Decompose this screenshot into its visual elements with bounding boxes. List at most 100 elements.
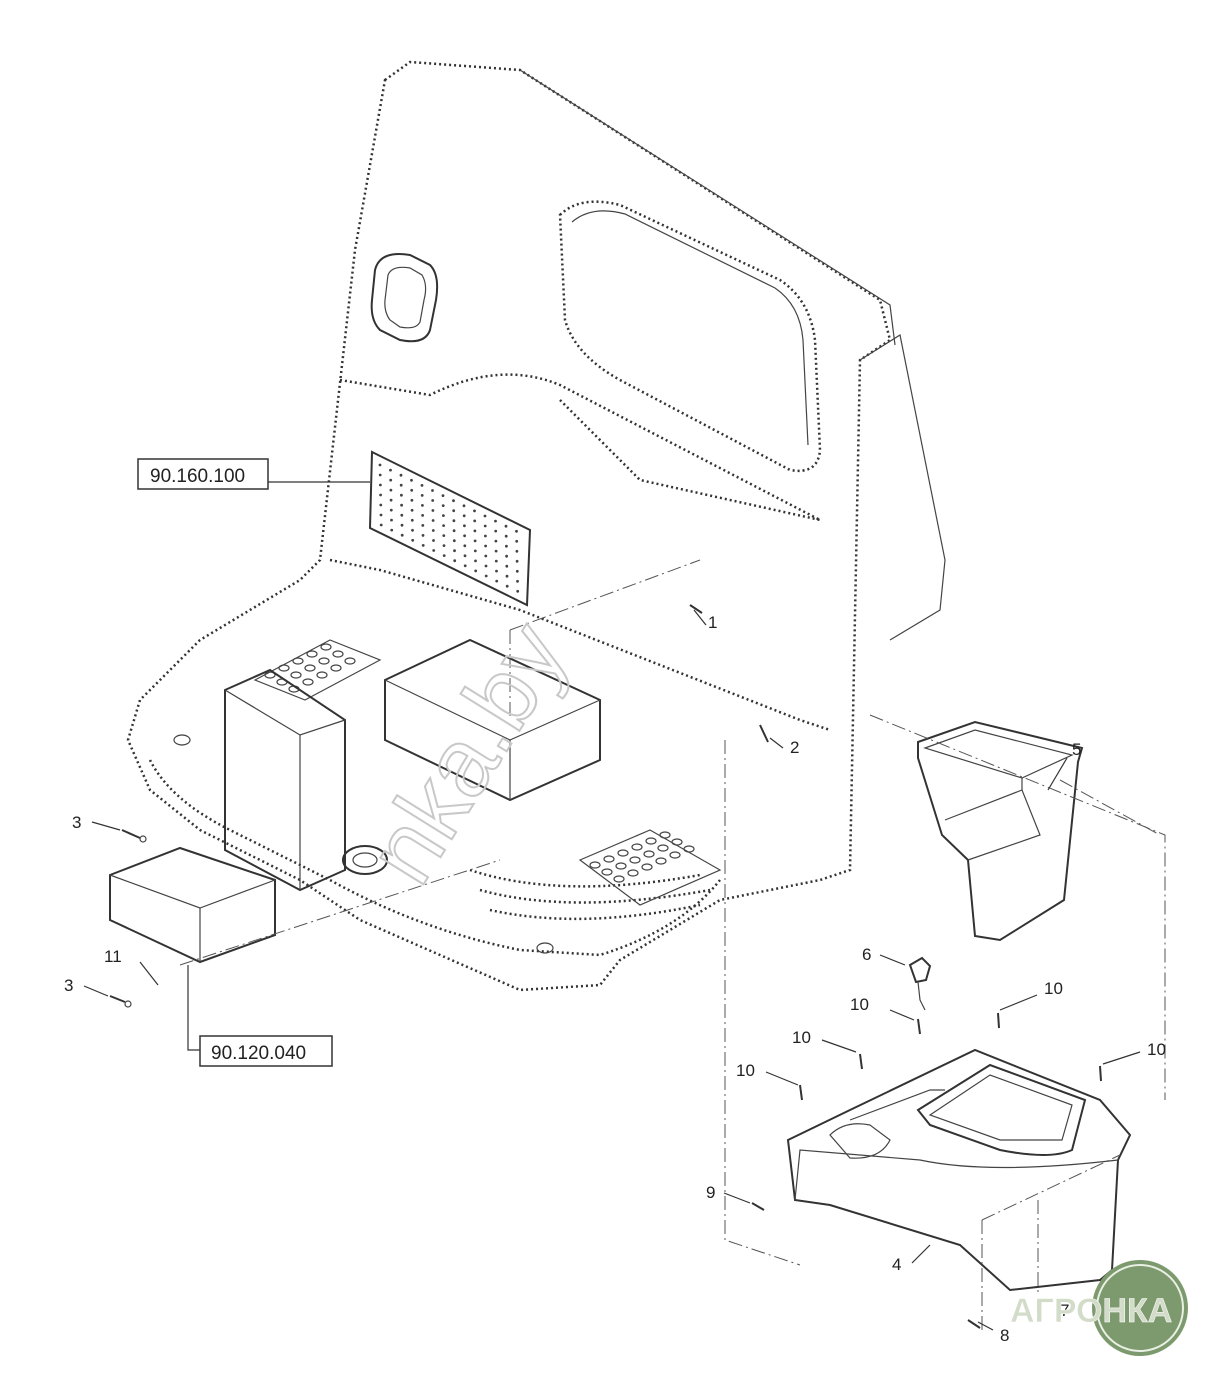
grille-dot — [420, 484, 424, 487]
grille-dot — [453, 559, 457, 563]
grille-dot — [389, 498, 393, 502]
grille-dot — [452, 519, 456, 523]
grille-dot — [515, 529, 518, 533]
grille-dot — [484, 564, 488, 568]
grille-dot — [389, 488, 393, 492]
seat-cushion-block — [109, 846, 276, 964]
grille-dot — [400, 533, 404, 537]
bolt-10-e — [1099, 1065, 1102, 1082]
grille-dot — [516, 579, 519, 583]
pad-bump — [617, 849, 629, 857]
grille-dot — [516, 589, 520, 593]
pad-bump — [332, 650, 344, 658]
grille-dot — [410, 488, 414, 492]
grille-dot — [463, 544, 467, 548]
grille-dot — [421, 524, 425, 527]
grille-dot — [378, 463, 382, 467]
callout-11: 11 — [104, 947, 122, 966]
grille-dot — [474, 559, 477, 563]
grille-dot — [505, 544, 508, 548]
pad-bump — [330, 664, 342, 672]
grille-dot — [495, 579, 499, 583]
grille-dot — [452, 499, 455, 503]
grille-dot — [411, 538, 415, 542]
grille-dot — [442, 524, 445, 527]
ref-box-vent: 90.160.100 — [137, 458, 269, 490]
pad-bump — [306, 650, 318, 658]
grille-dot — [441, 494, 445, 497]
grille-dot — [505, 574, 509, 578]
grille-dot — [400, 523, 404, 527]
logo-circle-icon — [1092, 1260, 1188, 1356]
grille-dot — [389, 478, 393, 482]
watermark-text: nka.by — [347, 605, 588, 902]
grille-dot — [421, 514, 424, 517]
grille-dot — [484, 544, 487, 548]
callout-3-lower: 3 — [64, 976, 73, 995]
pad-bump — [589, 861, 601, 869]
grille-dot — [442, 554, 446, 557]
floor-pad-left — [253, 639, 382, 701]
grille-dot — [452, 509, 456, 513]
grille-dot — [484, 534, 487, 538]
callout-10-d: 10 — [1147, 1040, 1166, 1059]
grille-dot — [410, 518, 414, 522]
pad-bump — [613, 875, 625, 883]
pad-bump — [669, 851, 681, 859]
grille-dot — [505, 564, 509, 568]
callout-2: 2 — [790, 738, 799, 757]
ref-label-vent: 90.160.100 — [150, 466, 245, 487]
grille-dot — [463, 564, 467, 568]
grille-dot — [504, 534, 508, 538]
callout-10-c: 10 — [792, 1028, 811, 1047]
knob — [908, 956, 932, 1011]
pad-bump — [659, 831, 671, 839]
pad-bump — [278, 664, 290, 672]
callout-1: 1 — [708, 613, 717, 632]
bolt-1 — [689, 604, 703, 614]
pad-bump — [304, 664, 316, 672]
bolt-10-d — [997, 1012, 1000, 1029]
bolt-3-upper — [121, 829, 147, 843]
grille-dot — [473, 539, 477, 543]
pad-bump — [645, 837, 657, 845]
bolt-10-b — [859, 1053, 863, 1070]
grille-dot — [441, 504, 445, 507]
grille-dot — [410, 478, 413, 482]
bolt-2 — [759, 724, 769, 743]
grille-dot — [442, 514, 445, 517]
grille-dot — [483, 514, 487, 518]
pad-bump — [316, 671, 328, 679]
grille-dot — [390, 528, 394, 532]
assembly-phantom-lines — [179, 559, 1166, 1330]
grille-dot — [473, 529, 477, 533]
grille-dot — [379, 493, 382, 497]
grille-dot — [442, 534, 446, 537]
grille-dot — [379, 503, 383, 507]
grille-dot — [432, 549, 436, 552]
grille-dot — [379, 483, 382, 487]
callout-6: 6 — [862, 945, 871, 964]
callout-3-upper: 3 — [72, 813, 81, 832]
grille-dot — [379, 523, 383, 527]
pad-bump — [655, 857, 667, 865]
bolt-9 — [751, 1202, 765, 1211]
grille-dot — [463, 524, 466, 528]
grille-dot — [515, 539, 519, 543]
fasteners — [109, 604, 1102, 1329]
grille-dot — [399, 473, 403, 477]
grille-dot — [410, 508, 414, 512]
pad-bump — [627, 869, 639, 877]
grille-dot — [421, 534, 425, 537]
floor-pad-right — [578, 829, 722, 906]
grille-dot — [483, 524, 487, 528]
pad-bump — [318, 657, 330, 665]
pad-bump — [601, 868, 613, 876]
agronka-logo: АГРОНКА — [1010, 1260, 1188, 1356]
grille-dot — [484, 554, 488, 558]
pad-bump — [344, 657, 356, 665]
callout-10-e: 10 — [736, 1061, 755, 1080]
watermark: nka.by — [346, 604, 589, 903]
grille-dot — [452, 539, 456, 543]
